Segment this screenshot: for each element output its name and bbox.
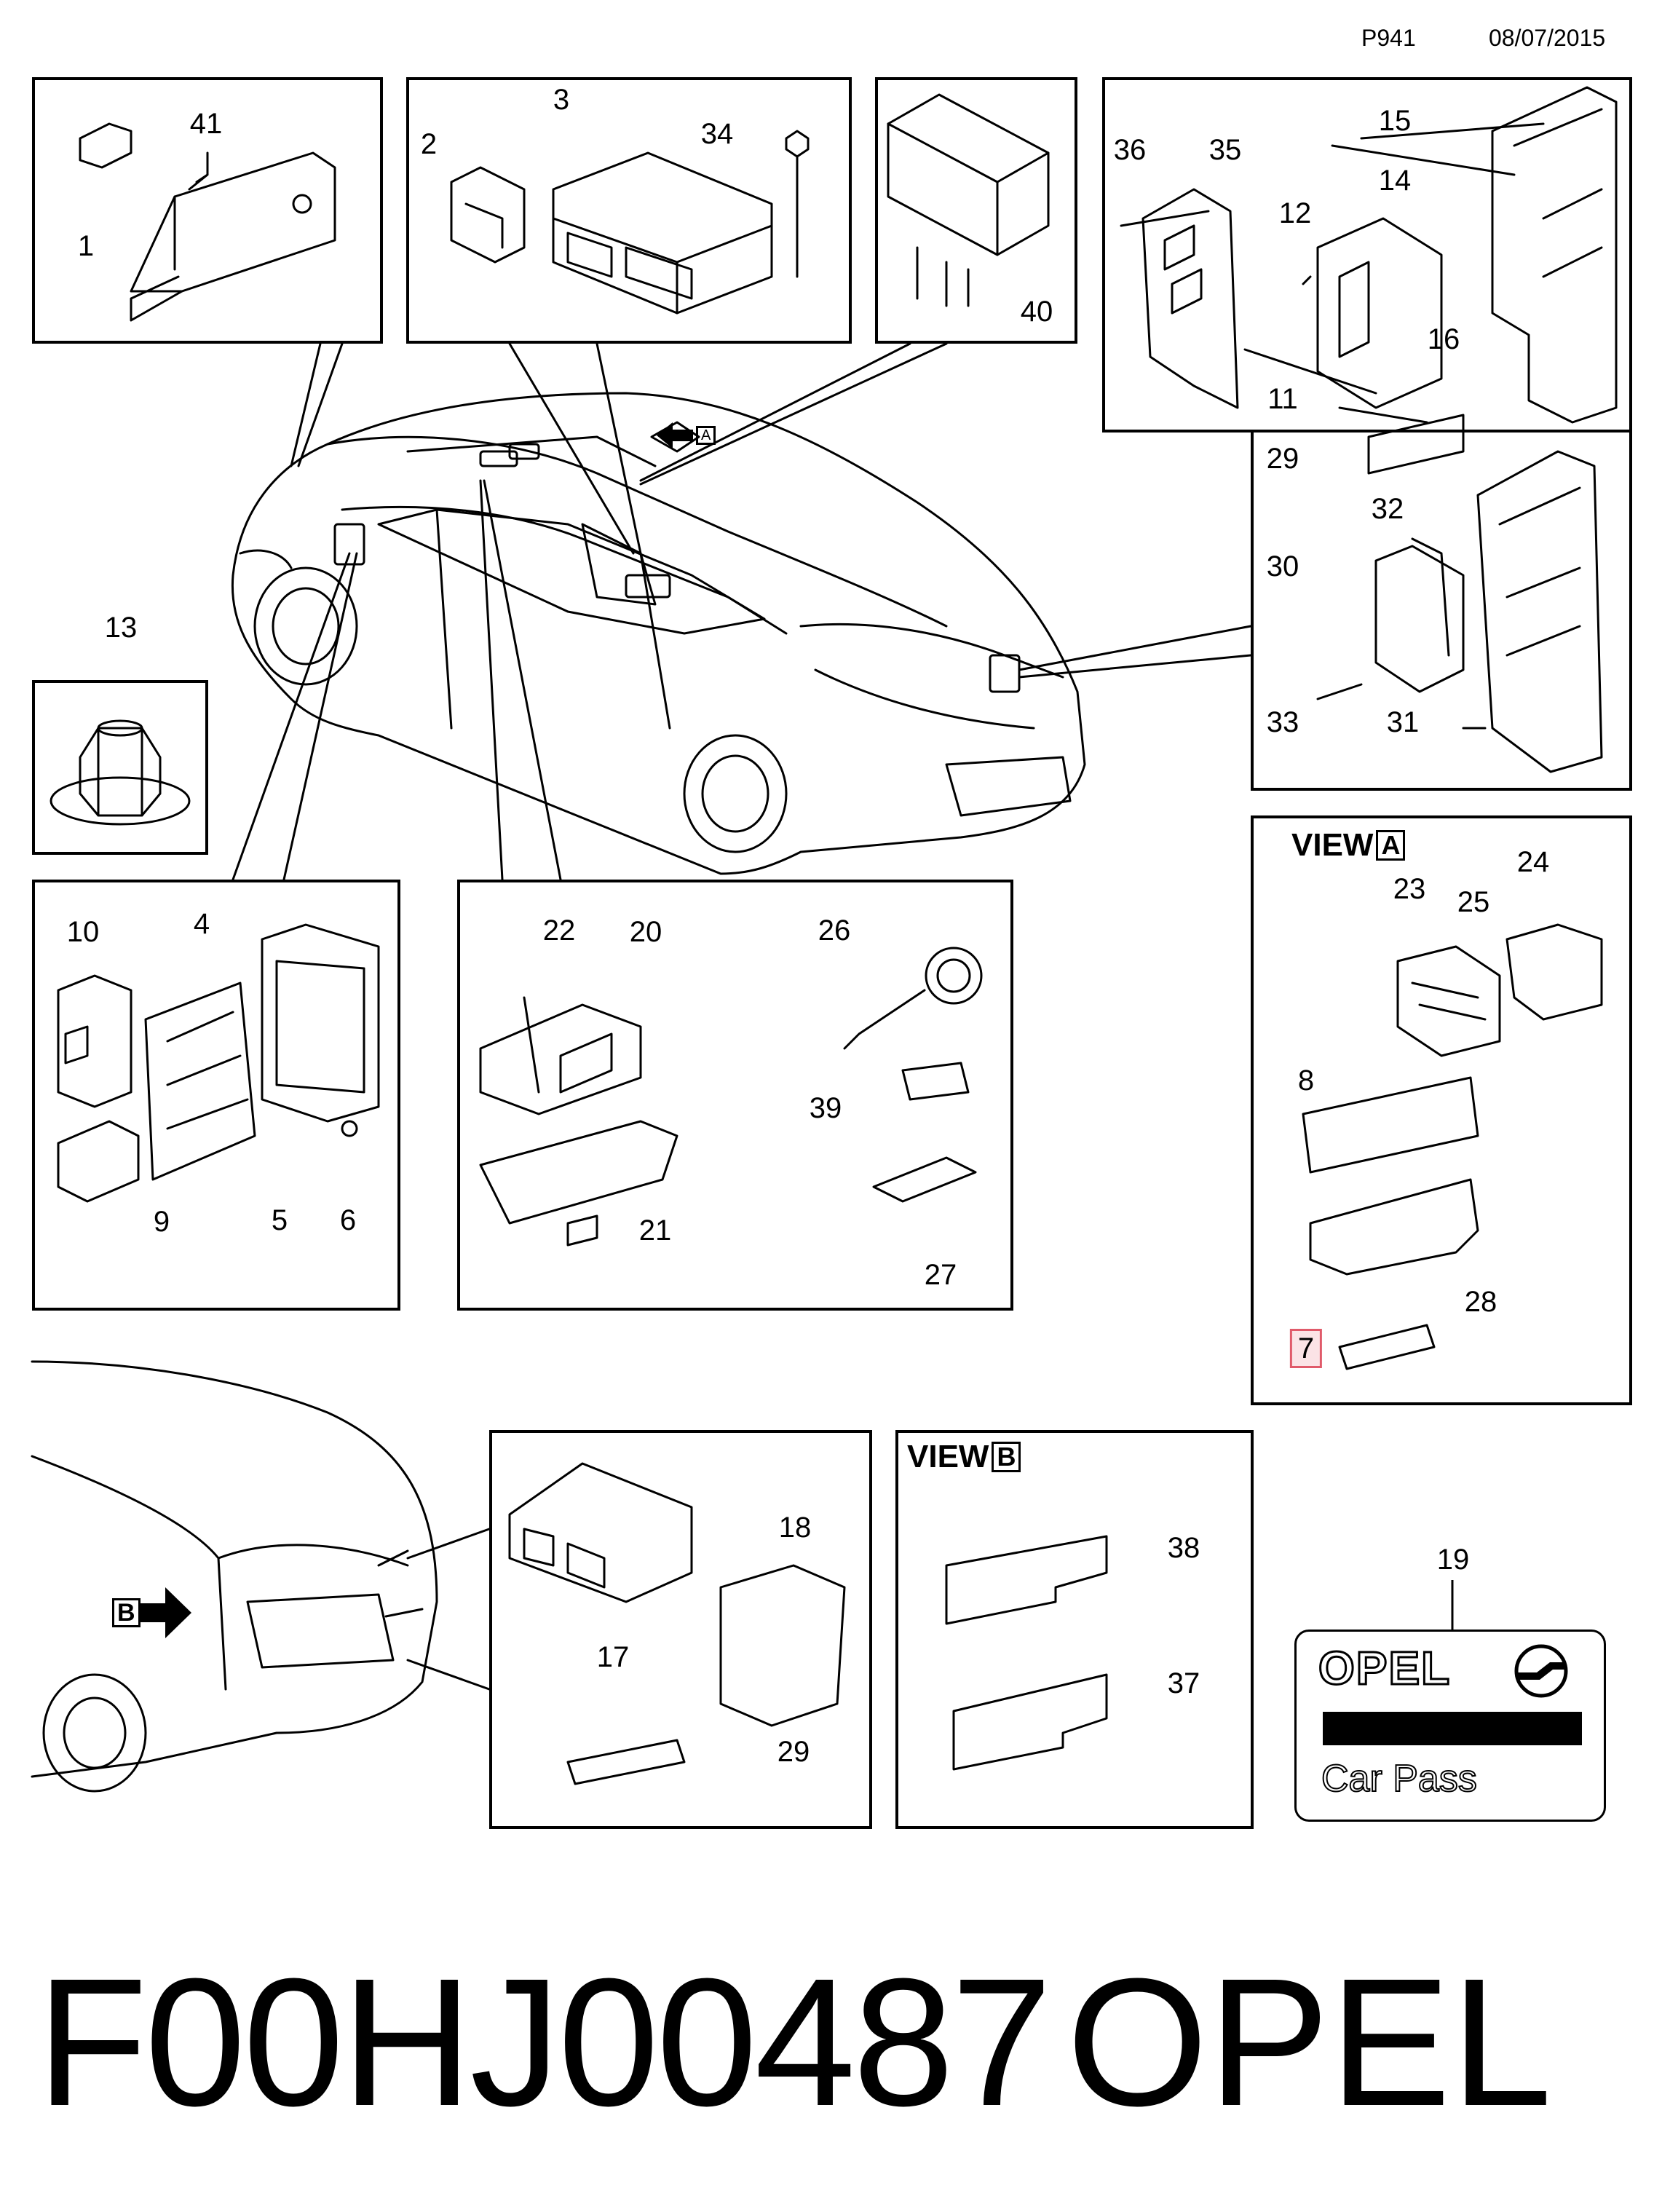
callout-1: 1 <box>77 230 95 262</box>
callout-25: 25 <box>1457 886 1490 918</box>
relay-drawing <box>887 93 1050 307</box>
view-a-letter: A <box>1376 830 1406 861</box>
badge-caption: Car Pass <box>1321 1758 1478 1800</box>
view-b-title: VIEW B <box>907 1439 1021 1475</box>
view-a-title: VIEW A <box>1291 827 1406 864</box>
callout-16: 16 <box>1427 323 1460 355</box>
callout-2: 2 <box>420 128 438 160</box>
view-a-arrow-letter: A <box>696 426 716 445</box>
view-a-arrow: A <box>657 422 716 449</box>
view-b-bracket-drawing <box>945 1535 1108 1771</box>
view-a-module-drawing <box>1302 923 1603 1370</box>
callout-34: 34 <box>700 118 734 150</box>
callout-23: 23 <box>1393 873 1426 905</box>
view-a-word: VIEW <box>1291 827 1374 863</box>
callout-5: 5 <box>271 1204 288 1236</box>
callout-38: 38 <box>1167 1532 1200 1564</box>
badge-brand: OPEL <box>1317 1642 1452 1694</box>
detail-box-body-control <box>32 880 400 1311</box>
callout-18: 18 <box>778 1512 812 1544</box>
callout-32: 32 <box>1371 493 1404 525</box>
callout-3: 3 <box>553 84 570 116</box>
detail-box-nut <box>32 680 208 855</box>
detail-box-relay <box>875 77 1077 344</box>
callout-27: 27 <box>924 1259 957 1291</box>
body-control-module-drawing <box>57 923 380 1203</box>
detail-box-airbag-module <box>406 77 852 344</box>
callout-21: 21 <box>638 1214 672 1247</box>
detail-box-rear-bracket <box>1102 77 1632 432</box>
detail-box-view-a <box>1251 815 1632 1405</box>
view-b-word: VIEW <box>907 1439 989 1474</box>
callout-24: 24 <box>1516 846 1550 878</box>
detail-box-console <box>457 880 1013 1311</box>
callout-22: 22 <box>542 915 576 947</box>
view-b-arrow: B <box>109 1587 191 1638</box>
footer-brand: OPEL <box>1067 1940 1552 2144</box>
callout-39: 39 <box>809 1092 842 1124</box>
callout-10: 10 <box>66 916 100 948</box>
car-pass-badge: OPEL Car Pass <box>1294 1630 1606 1822</box>
callout-37: 37 <box>1167 1667 1200 1699</box>
callout-15: 15 <box>1378 105 1412 137</box>
airbag-module-drawing <box>450 130 810 315</box>
view-b-letter: B <box>992 1442 1021 1472</box>
estate-car-drawing <box>31 1360 491 1793</box>
callout-33: 33 <box>1266 706 1299 738</box>
callout-17: 17 <box>596 1641 630 1673</box>
callout-12: 12 <box>1278 197 1312 229</box>
callout-40: 40 <box>1020 296 1053 328</box>
callout-9: 9 <box>153 1206 170 1238</box>
part-number: F00HJ00487 <box>36 1940 1053 2144</box>
callout-7-highlighted[interactable]: 7 <box>1289 1329 1323 1368</box>
rear-bracket-drawing <box>1120 86 1618 424</box>
view-b-arrow-letter: B <box>112 1598 141 1627</box>
callout-8: 8 <box>1297 1064 1315 1097</box>
callout-26: 26 <box>818 915 851 947</box>
opel-logo-icon <box>1514 1644 1568 1698</box>
callout-36: 36 <box>1113 134 1147 166</box>
date-label: 08/07/2015 <box>1489 25 1606 51</box>
detail-box-sensor <box>32 77 383 344</box>
badge-leader-line <box>1451 1580 1454 1631</box>
rear-module-drawing <box>1367 414 1603 773</box>
callout-29-top: 29 <box>1266 443 1299 475</box>
flange-nut-drawing <box>50 719 191 826</box>
badge-bar <box>1323 1712 1582 1745</box>
callout-29-bottom: 29 <box>777 1736 810 1768</box>
callout-31: 31 <box>1386 706 1420 738</box>
callout-30: 30 <box>1266 550 1299 582</box>
callout-14: 14 <box>1378 165 1412 197</box>
arrow-left-icon <box>657 422 693 449</box>
callout-28: 28 <box>1464 1286 1497 1318</box>
sedan-car-drawing <box>231 392 1086 875</box>
callout-19: 19 <box>1436 1544 1470 1576</box>
callout-11: 11 <box>1267 383 1298 415</box>
page-code: P941 <box>1361 25 1416 51</box>
sensor-bracket-drawing <box>79 122 336 322</box>
callout-6: 6 <box>339 1204 357 1236</box>
callout-4: 4 <box>193 908 210 940</box>
callout-35: 35 <box>1208 134 1242 166</box>
detail-box-view-b <box>895 1430 1254 1829</box>
callout-41: 41 <box>189 108 223 140</box>
arrow-right-icon <box>140 1587 191 1638</box>
console-module-drawing <box>479 947 983 1247</box>
callout-20: 20 <box>629 916 662 948</box>
tailgate-module-drawing <box>508 1462 846 1785</box>
callout-13: 13 <box>104 612 138 644</box>
